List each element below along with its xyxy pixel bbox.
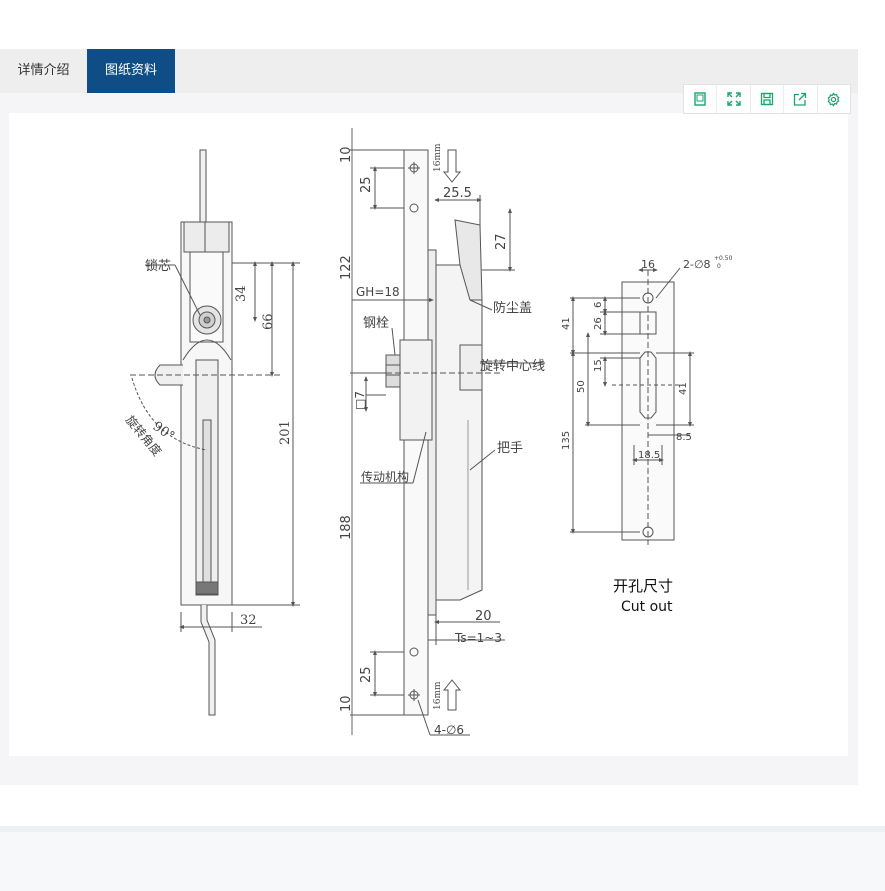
dim-gh-18: GH=18 xyxy=(356,285,400,299)
dim-122: 122 xyxy=(339,255,354,280)
fullscreen-icon[interactable] xyxy=(717,85,751,113)
technical-drawing: 锁芯 34 66 201 32 90° 旋转角度 xyxy=(9,113,848,756)
page-icon[interactable] xyxy=(684,85,718,113)
dim-201: 201 xyxy=(278,420,293,445)
save-icon[interactable] xyxy=(751,85,785,113)
dim-26: 26 xyxy=(593,317,604,330)
dim-41-right: 41 xyxy=(678,382,689,395)
dim-135: 135 xyxy=(561,431,572,450)
label-rotation-center: 旋转中心线 xyxy=(480,359,545,374)
dim-18-5: 18.5 xyxy=(638,450,660,461)
label-lock-core: 锁芯 xyxy=(145,258,171,274)
drawing-canvas: 锁芯 34 66 201 32 90° 旋转角度 xyxy=(123,128,733,737)
dim-10-top: 10 xyxy=(339,146,354,163)
dim-34: 34 xyxy=(234,285,249,302)
dim-square-7: □7 xyxy=(353,391,367,410)
dim-tolerance-upper: +0.50 xyxy=(714,255,733,262)
dim-16: 16 xyxy=(641,258,655,271)
dim-8-5: 8.5 xyxy=(676,432,692,443)
page-bottom-section xyxy=(0,826,885,891)
dim-6: 6 xyxy=(593,302,604,308)
dim-travel-top: 16mm xyxy=(433,143,443,172)
dim-25-top: 25 xyxy=(359,176,374,193)
label-steel-bolt: 钢栓 xyxy=(363,316,389,331)
label-dust-cover: 防尘盖 xyxy=(493,300,532,316)
dim-66: 66 xyxy=(261,313,276,330)
tab-details[interactable]: 详情介绍 xyxy=(17,63,70,78)
dim-10-bottom: 10 xyxy=(339,695,354,712)
dim-188: 188 xyxy=(339,515,354,540)
dim-25-5: 25.5 xyxy=(443,186,472,201)
label-transmission: 传动机构 xyxy=(361,469,409,484)
dim-tolerance-lower: 0 xyxy=(717,263,721,270)
tab-drawings[interactable]: 图纸资料 xyxy=(87,49,175,93)
share-icon[interactable] xyxy=(784,85,818,113)
settings-icon[interactable] xyxy=(818,85,850,113)
cutout-title-en: Cut out xyxy=(621,599,673,615)
viewer-toolbar xyxy=(683,84,851,114)
middle-view xyxy=(350,128,545,736)
dim-20: 20 xyxy=(475,609,492,624)
dim-holes: 4-∅6 xyxy=(434,723,464,737)
dim-50: 50 xyxy=(576,380,587,393)
dim-hole-note: 2-∅8 xyxy=(683,258,711,271)
cutout-title-cn: 开孔尺寸 xyxy=(613,577,673,595)
dim-25-bottom: 25 xyxy=(359,666,374,683)
dim-ts: Ts=1~3 xyxy=(454,631,502,645)
dim-15: 15 xyxy=(593,359,604,372)
dim-27: 27 xyxy=(494,233,509,250)
left-view xyxy=(130,149,300,716)
dim-32: 32 xyxy=(240,613,257,628)
dim-travel-bottom: 16mm xyxy=(433,681,443,710)
right-view xyxy=(570,267,694,545)
label-handle: 把手 xyxy=(497,441,523,456)
dim-41-top: 41 xyxy=(561,317,572,330)
tab-bar: 详情介绍 图纸资料 xyxy=(0,49,858,93)
